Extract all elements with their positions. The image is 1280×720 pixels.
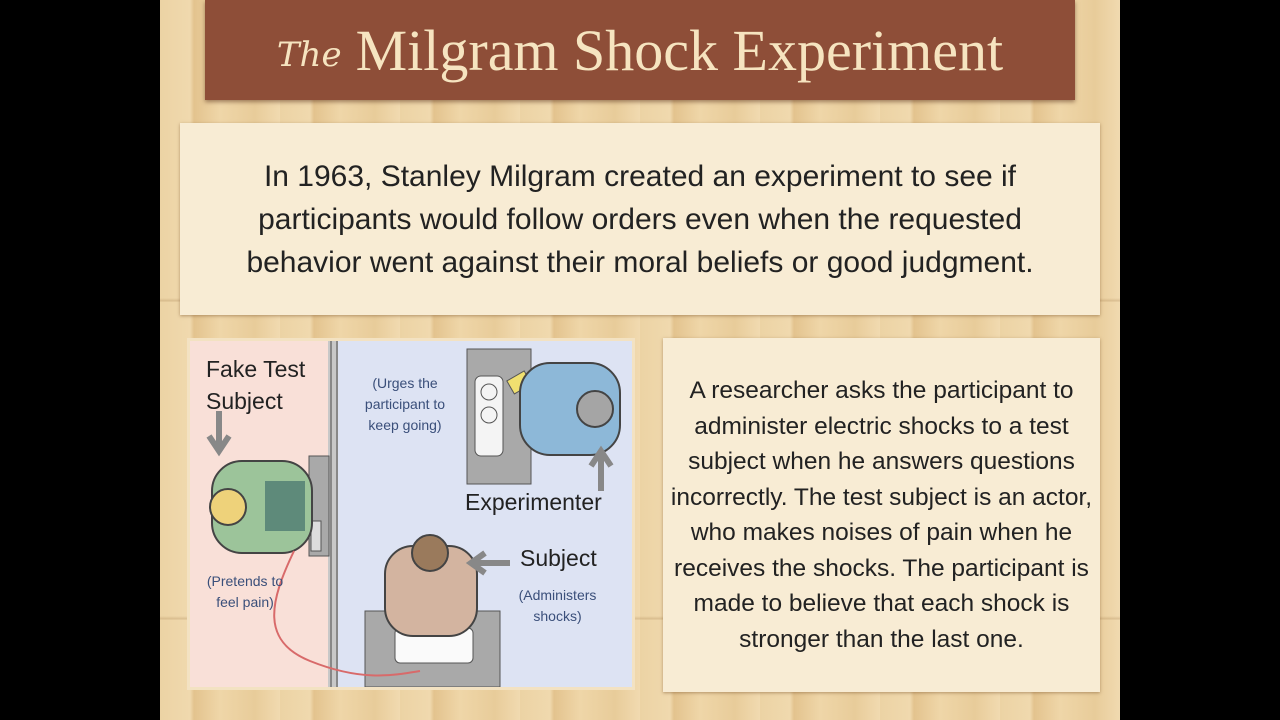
- shock-wire: [273, 550, 421, 677]
- fake-subject-figure: [209, 455, 330, 557]
- intro-panel: In 1963, Stanley Milgram created an expe…: [180, 123, 1100, 315]
- title-prefix: The: [276, 35, 342, 75]
- experiment-diagram: Fake Test Subject (Pretends to feel pain…: [187, 338, 635, 690]
- experimenter-figure: [466, 348, 621, 485]
- fake-test-subject-note: (Pretends to feel pain): [206, 573, 284, 610]
- experimenter-note: (Urges the participant to keep going): [364, 375, 446, 433]
- arrow-down-icon: [206, 411, 232, 457]
- experimenter-label: Experimenter: [465, 489, 602, 515]
- description-panel: A researcher asks the participant to adm…: [663, 338, 1100, 692]
- description-text: A researcher asks the participant to adm…: [670, 377, 1093, 653]
- intro-text: In 1963, Stanley Milgram created an expe…: [246, 159, 1034, 279]
- arrow-up-icon: [588, 445, 614, 491]
- page-title: Milgram Shock Experiment: [355, 17, 1004, 83]
- title-banner: The Milgram Shock Experiment: [205, 0, 1075, 100]
- fake-test-subject-label: Fake Test Subject: [206, 356, 306, 414]
- subject-note: (Administers shocks): [518, 587, 597, 624]
- diagram-illustration: [190, 341, 632, 687]
- slide: The Milgram Shock Experiment In 1963, St…: [160, 0, 1120, 720]
- subject-label: Subject: [520, 545, 597, 571]
- wall-divider: [328, 341, 338, 687]
- arrow-left-icon: [465, 550, 510, 576]
